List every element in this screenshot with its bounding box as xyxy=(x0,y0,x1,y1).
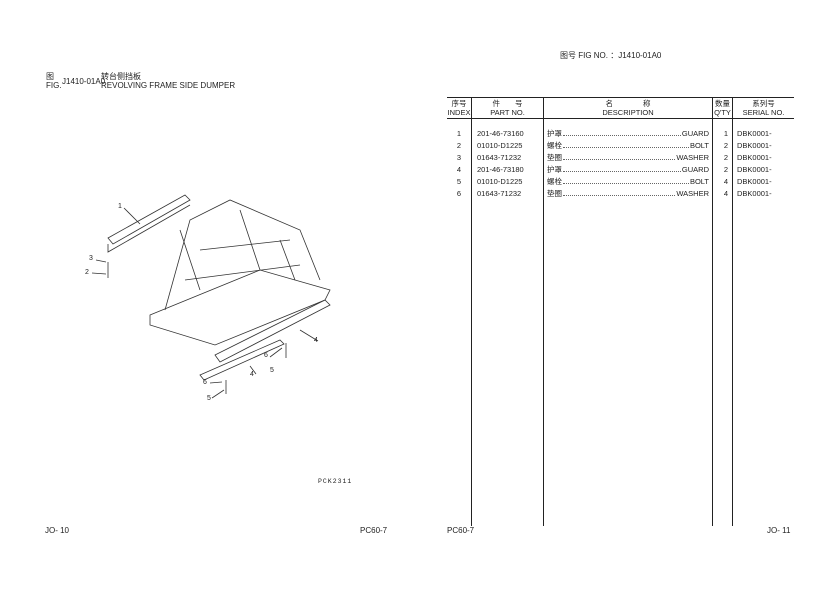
drawing-code: PCK2311 xyxy=(318,478,353,485)
serial: DBK0001- xyxy=(737,189,772,198)
desc-en: WASHER xyxy=(676,189,709,198)
callout-5: 5 xyxy=(270,367,274,374)
footer-left-model: PC60-7 xyxy=(360,526,388,535)
hdr-cn: 序号 xyxy=(451,99,467,108)
qty: 4 xyxy=(712,188,733,200)
title-en: REVOLVING FRAME SIDE DUMPER xyxy=(101,81,236,90)
fig-en: FIG. xyxy=(46,81,62,90)
serial: DBK0001- xyxy=(737,177,772,186)
qty: 4 xyxy=(712,176,733,188)
callout-2: 2 xyxy=(85,269,89,276)
qty: 2 xyxy=(712,164,733,176)
qty: 1 xyxy=(712,128,733,140)
desc-en: GUARD xyxy=(681,165,709,174)
desc-en: WASHER xyxy=(676,153,709,162)
serial: DBK0001- xyxy=(737,153,772,162)
table-row: 3 01643-71232 垫圈 WASHER 2 DBK0001- xyxy=(447,152,794,164)
footer-right-page: JO- 11 xyxy=(767,526,791,535)
table-row: 5 01010-D1225 螺栓 BOLT 4 DBK0001- xyxy=(447,176,794,188)
hdr-cn: 名 称 xyxy=(605,99,651,108)
part-no: 01010-D1225 xyxy=(471,140,544,152)
index: 2 xyxy=(447,140,472,152)
hdr-index: INDEX xyxy=(447,108,471,117)
fig-no-header: 图号 FIG NO. ：J1410-01A0 xyxy=(560,51,662,60)
part-no: 201-46-73160 xyxy=(471,128,544,140)
desc-cn: 垫圈 xyxy=(547,153,562,162)
desc-en: BOLT xyxy=(689,177,709,186)
callout-3: 3 xyxy=(89,255,93,262)
desc-cn: 护罩 xyxy=(547,129,562,138)
callout-1: 1 xyxy=(118,203,122,210)
table-row: 2 01010-D1225 螺栓 BOLT 2 DBK0001- xyxy=(447,140,794,152)
hdr-cn: 数量 xyxy=(715,99,730,108)
serial: DBK0001- xyxy=(737,129,772,138)
hdr-part-no: PART NO. xyxy=(490,108,525,117)
callout-6: 6 xyxy=(264,352,268,359)
hdr-qty: Q'TY xyxy=(714,108,731,117)
part-no: 01643-71232 xyxy=(471,188,544,200)
guard-1 xyxy=(107,194,191,253)
part-no: 201-46-73180 xyxy=(471,164,544,176)
desc-cn: 螺栓 xyxy=(547,141,562,150)
guard-4-right xyxy=(214,299,331,363)
callout-5b: 5 xyxy=(207,395,211,402)
index: 1 xyxy=(447,128,472,140)
desc-en: GUARD xyxy=(681,129,709,138)
fig-cn: 图 xyxy=(46,72,54,81)
title-cn: 转台侧挡板 xyxy=(101,72,141,81)
desc-en: BOLT xyxy=(689,141,709,150)
index: 6 xyxy=(447,188,472,200)
callout-4b: 4 xyxy=(250,371,254,378)
table-row: 4 201-46-73180 护罩 GUARD 2 DBK0001- xyxy=(447,164,794,176)
part-no: 01643-71232 xyxy=(471,152,544,164)
hdr-serial: SERIAL NO. xyxy=(742,108,785,117)
index: 4 xyxy=(447,164,472,176)
footer-right-model: PC60-7 xyxy=(447,526,475,535)
fig-number: J1410-01A0 xyxy=(62,77,106,86)
part-no: 01010-D1225 xyxy=(471,176,544,188)
hdr-description: DESCRIPTION xyxy=(602,108,654,117)
guard-4-left xyxy=(199,339,285,381)
callout-6b: 6 xyxy=(203,379,207,386)
index: 3 xyxy=(447,152,472,164)
index: 5 xyxy=(447,176,472,188)
qty: 2 xyxy=(712,152,733,164)
figure-title: 转台侧挡板 REVOLVING FRAME SIDE DUMPER xyxy=(101,72,235,90)
serial: DBK0001- xyxy=(737,141,772,150)
desc-cn: 垫圈 xyxy=(547,189,562,198)
hdr-cn: 系列号 xyxy=(752,99,775,108)
table-row: 1 201-46-73160 护罩 GUARD 1 DBK0001- xyxy=(447,128,794,140)
figure-caption: 图 FIG. xyxy=(46,72,62,90)
exploded-drawing xyxy=(91,194,331,399)
footer-left-page: JO- 10 xyxy=(45,526,70,535)
desc-cn: 螺栓 xyxy=(547,177,562,186)
serial: DBK0001- xyxy=(737,165,772,174)
callout-4: 4 xyxy=(314,337,318,344)
desc-cn: 护罩 xyxy=(547,165,562,174)
hdr-cn: 件 号 xyxy=(492,99,523,108)
qty: 2 xyxy=(712,140,733,152)
table-row: 6 01643-71232 垫圈 WASHER 4 DBK0001- xyxy=(447,188,794,200)
